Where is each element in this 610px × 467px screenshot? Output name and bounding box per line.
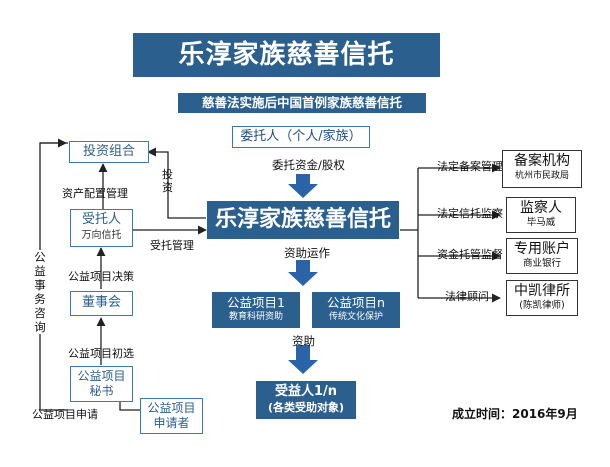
portfolio-box: 投资组合 <box>69 141 149 163</box>
filing-desc: 杭州市民政局 <box>514 171 569 181</box>
trustee-name: 受托人 <box>81 212 121 227</box>
project-box: 公益项目1 教育科研资助 <box>212 292 300 328</box>
right-label-supervision: 法定信托监察 <box>437 207 503 220</box>
applicant-line1: 公益项目 <box>147 401 196 415</box>
center-trust-box: 乐淳家族慈善信托 <box>207 201 399 239</box>
trustee-box: 受托人 万向信托 <box>70 209 133 247</box>
down-arrow-3 <box>288 345 318 374</box>
trust-mgmt-label: 受托管理 <box>150 239 194 252</box>
secretary-line1: 公益项目 <box>77 369 126 383</box>
down-arrow-2 <box>288 260 318 286</box>
right-label-filing: 法定备案管理 <box>437 160 503 173</box>
prescreen-label: 公益项目初选 <box>68 347 134 360</box>
law-firm-desc: (陈凯律师) <box>519 300 565 311</box>
beneficiary-box: 受益人1/n (各类受助对象) <box>256 381 356 419</box>
subtitle: 慈善法实施后中国首例家族慈善信托 <box>178 93 426 113</box>
beneficiary-name: 受益人1/n <box>274 384 338 399</box>
supervisor-desc: 毕马威 <box>526 217 556 228</box>
decision-label: 公益项目决策 <box>68 270 134 283</box>
account-name: 专用账户 <box>514 241 570 257</box>
asset-mgmt-label: 资产配置管理 <box>62 187 128 200</box>
beneficiary-desc: (各类受助对象) <box>267 401 345 414</box>
project-box: 公益项目n 传统文化保护 <box>312 292 400 328</box>
project-name: 公益项目n <box>327 295 385 310</box>
project-name: 公益项目1 <box>227 295 285 310</box>
page-title: 乐淳家族慈善信托 <box>133 33 440 77</box>
founded-date: 成立时间：2016年9月 <box>452 407 578 421</box>
projects-flow-label: 资助 <box>292 334 315 348</box>
center-flow-label: 资助运作 <box>284 246 330 260</box>
down-arrow-1 <box>288 174 318 198</box>
trustee-desc: 万向信托 <box>81 230 122 241</box>
right-label-custody: 资金托管监督 <box>437 248 503 261</box>
account-box: 专用账户 商业银行 <box>506 238 578 274</box>
invest-label: 投 资 <box>162 168 173 194</box>
consult-label: 公 益 事 务 咨 询 <box>33 250 47 334</box>
law-firm-box: 中凯律所 (陈凯律师) <box>506 280 578 316</box>
applicant-box: 公益项目 申请者 <box>140 398 203 434</box>
project-desc: 传统文化保护 <box>328 312 383 322</box>
project-desc: 教育科研资助 <box>228 312 283 322</box>
supervisor-name: 监察人 <box>520 200 562 216</box>
law-firm-name: 中凯律所 <box>514 283 570 299</box>
settlor-box: 委托人（个人/家族） <box>232 126 370 148</box>
apply-label: 公益项目申请 <box>32 408 98 421</box>
account-desc: 商业银行 <box>522 258 561 269</box>
settlor-flow-label: 委托资金/股权 <box>272 158 345 172</box>
secretary-box: 公益项目 秘书 <box>70 366 133 402</box>
right-label-legal: 法律顾问 <box>445 290 489 303</box>
filing-box: 备案机构 杭州市民政局 <box>502 150 582 188</box>
applicant-line2: 申请者 <box>153 416 190 430</box>
filing-name: 备案机构 <box>514 153 570 169</box>
supervisor-box: 监察人 毕马威 <box>506 197 576 233</box>
board-box: 董事会 <box>70 291 133 316</box>
secretary-line2: 秘书 <box>89 384 114 398</box>
arrow-invest <box>147 147 206 219</box>
